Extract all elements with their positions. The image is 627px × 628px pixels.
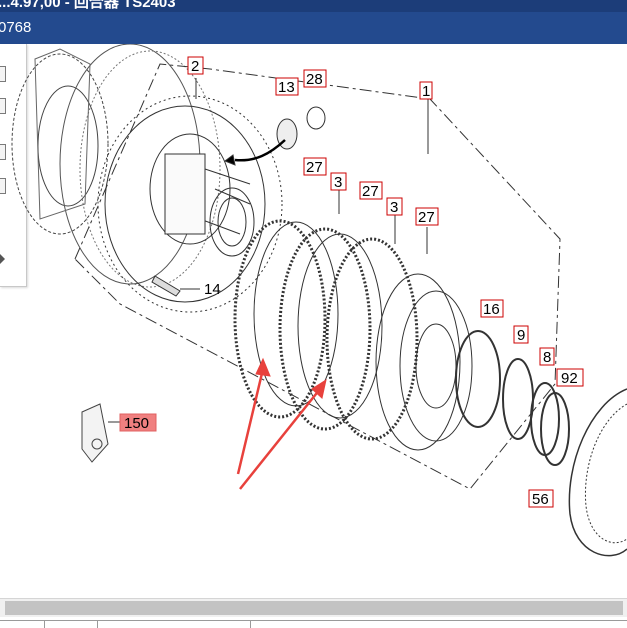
callout-27-a[interactable]: 27 [306, 159, 323, 176]
window-title-bar: ...4.97,00 - 回合器 TS2403 [0, 0, 627, 12]
part-number-label: 0768 [0, 19, 32, 36]
callout-56[interactable]: 56 [532, 491, 549, 508]
bolt-drawing [151, 275, 200, 297]
tool-panel [0, 44, 27, 287]
status-area [0, 594, 627, 628]
leader-lines [108, 78, 429, 423]
clutch-plates-drawing [233, 219, 473, 451]
callout-150[interactable]: 150 [124, 415, 149, 432]
bracket-drawing [81, 403, 109, 463]
cover-plate-drawing [568, 388, 627, 557]
exploded-parts-diagram: 2 1 13 28 27 3 27 3 27 14 16 9 8 92 150 … [11, 44, 627, 557]
callout-16[interactable]: 16 [483, 301, 500, 318]
callout-3-a[interactable]: 3 [334, 174, 342, 191]
sub-header-bar: 0768 [0, 12, 627, 44]
red-annotation-arrows [236, 357, 327, 490]
move-tool-icon[interactable] [0, 66, 6, 82]
callout-9[interactable]: 9 [517, 327, 525, 344]
callout-27-c[interactable]: 27 [418, 209, 435, 226]
callout-2[interactable]: 2 [191, 58, 199, 75]
callouts: 2 1 13 28 27 3 27 3 27 14 16 9 8 92 150 … [119, 56, 584, 508]
horizontal-scrollbar[interactable] [0, 598, 627, 617]
status-bar [0, 620, 627, 628]
snap-rings-drawing [455, 330, 570, 466]
scrollbar-thumb[interactable] [5, 601, 623, 615]
callout-3-b[interactable]: 3 [390, 199, 398, 216]
callout-27-b[interactable]: 27 [362, 183, 379, 200]
callout-8[interactable]: 8 [543, 349, 551, 366]
fit-tool-icon[interactable] [0, 178, 6, 194]
zoom-out-tool-icon[interactable] [0, 144, 6, 160]
zoom-in-tool-icon[interactable] [0, 98, 6, 114]
hub-drum-drawing [97, 95, 283, 313]
next-arrow-icon[interactable] [0, 254, 5, 264]
window-title: ...4.97,00 - 回合器 TS2403 [0, 0, 176, 11]
assembly-outline [74, 63, 561, 490]
callout-13[interactable]: 13 [278, 79, 295, 96]
seal-parts-drawing [223, 106, 326, 166]
callout-28[interactable]: 28 [306, 71, 323, 88]
callout-92[interactable]: 92 [561, 370, 578, 387]
callout-1[interactable]: 1 [422, 83, 430, 100]
callout-14[interactable]: 14 [204, 281, 221, 298]
